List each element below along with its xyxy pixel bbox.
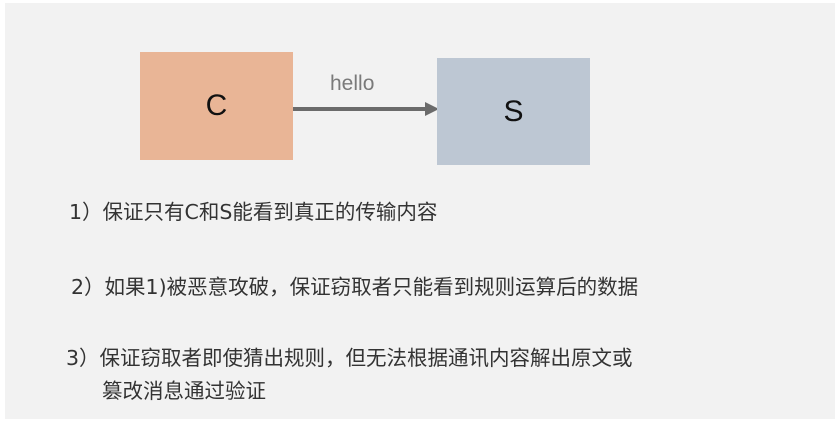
point-3-line-1: 3）保证窃取者即使猜出规则，但无法根据通讯内容解出原文或 [66, 346, 633, 370]
point-3: 3）保证窃取者即使猜出规则，但无法根据通讯内容解出原文或 篡改消息通过验证 [66, 342, 633, 408]
edge-label: hello [330, 72, 375, 95]
point-2: 2）如果1)被恶意攻破，保证窃取者只能看到规则运算后的数据 [71, 275, 639, 299]
slide: C hello S 1）保证只有C和S能看到真正的传输内容 2）如果1)被恶意攻… [5, 3, 835, 419]
server-node: S [437, 58, 590, 165]
point-3-line-2: 篡改消息通过验证 [102, 379, 266, 403]
server-node-label: S [503, 94, 524, 128]
client-node: C [140, 52, 293, 160]
client-node-label: C [205, 89, 228, 122]
point-1: 1）保证只有C和S能看到真正的传输内容 [69, 200, 438, 224]
